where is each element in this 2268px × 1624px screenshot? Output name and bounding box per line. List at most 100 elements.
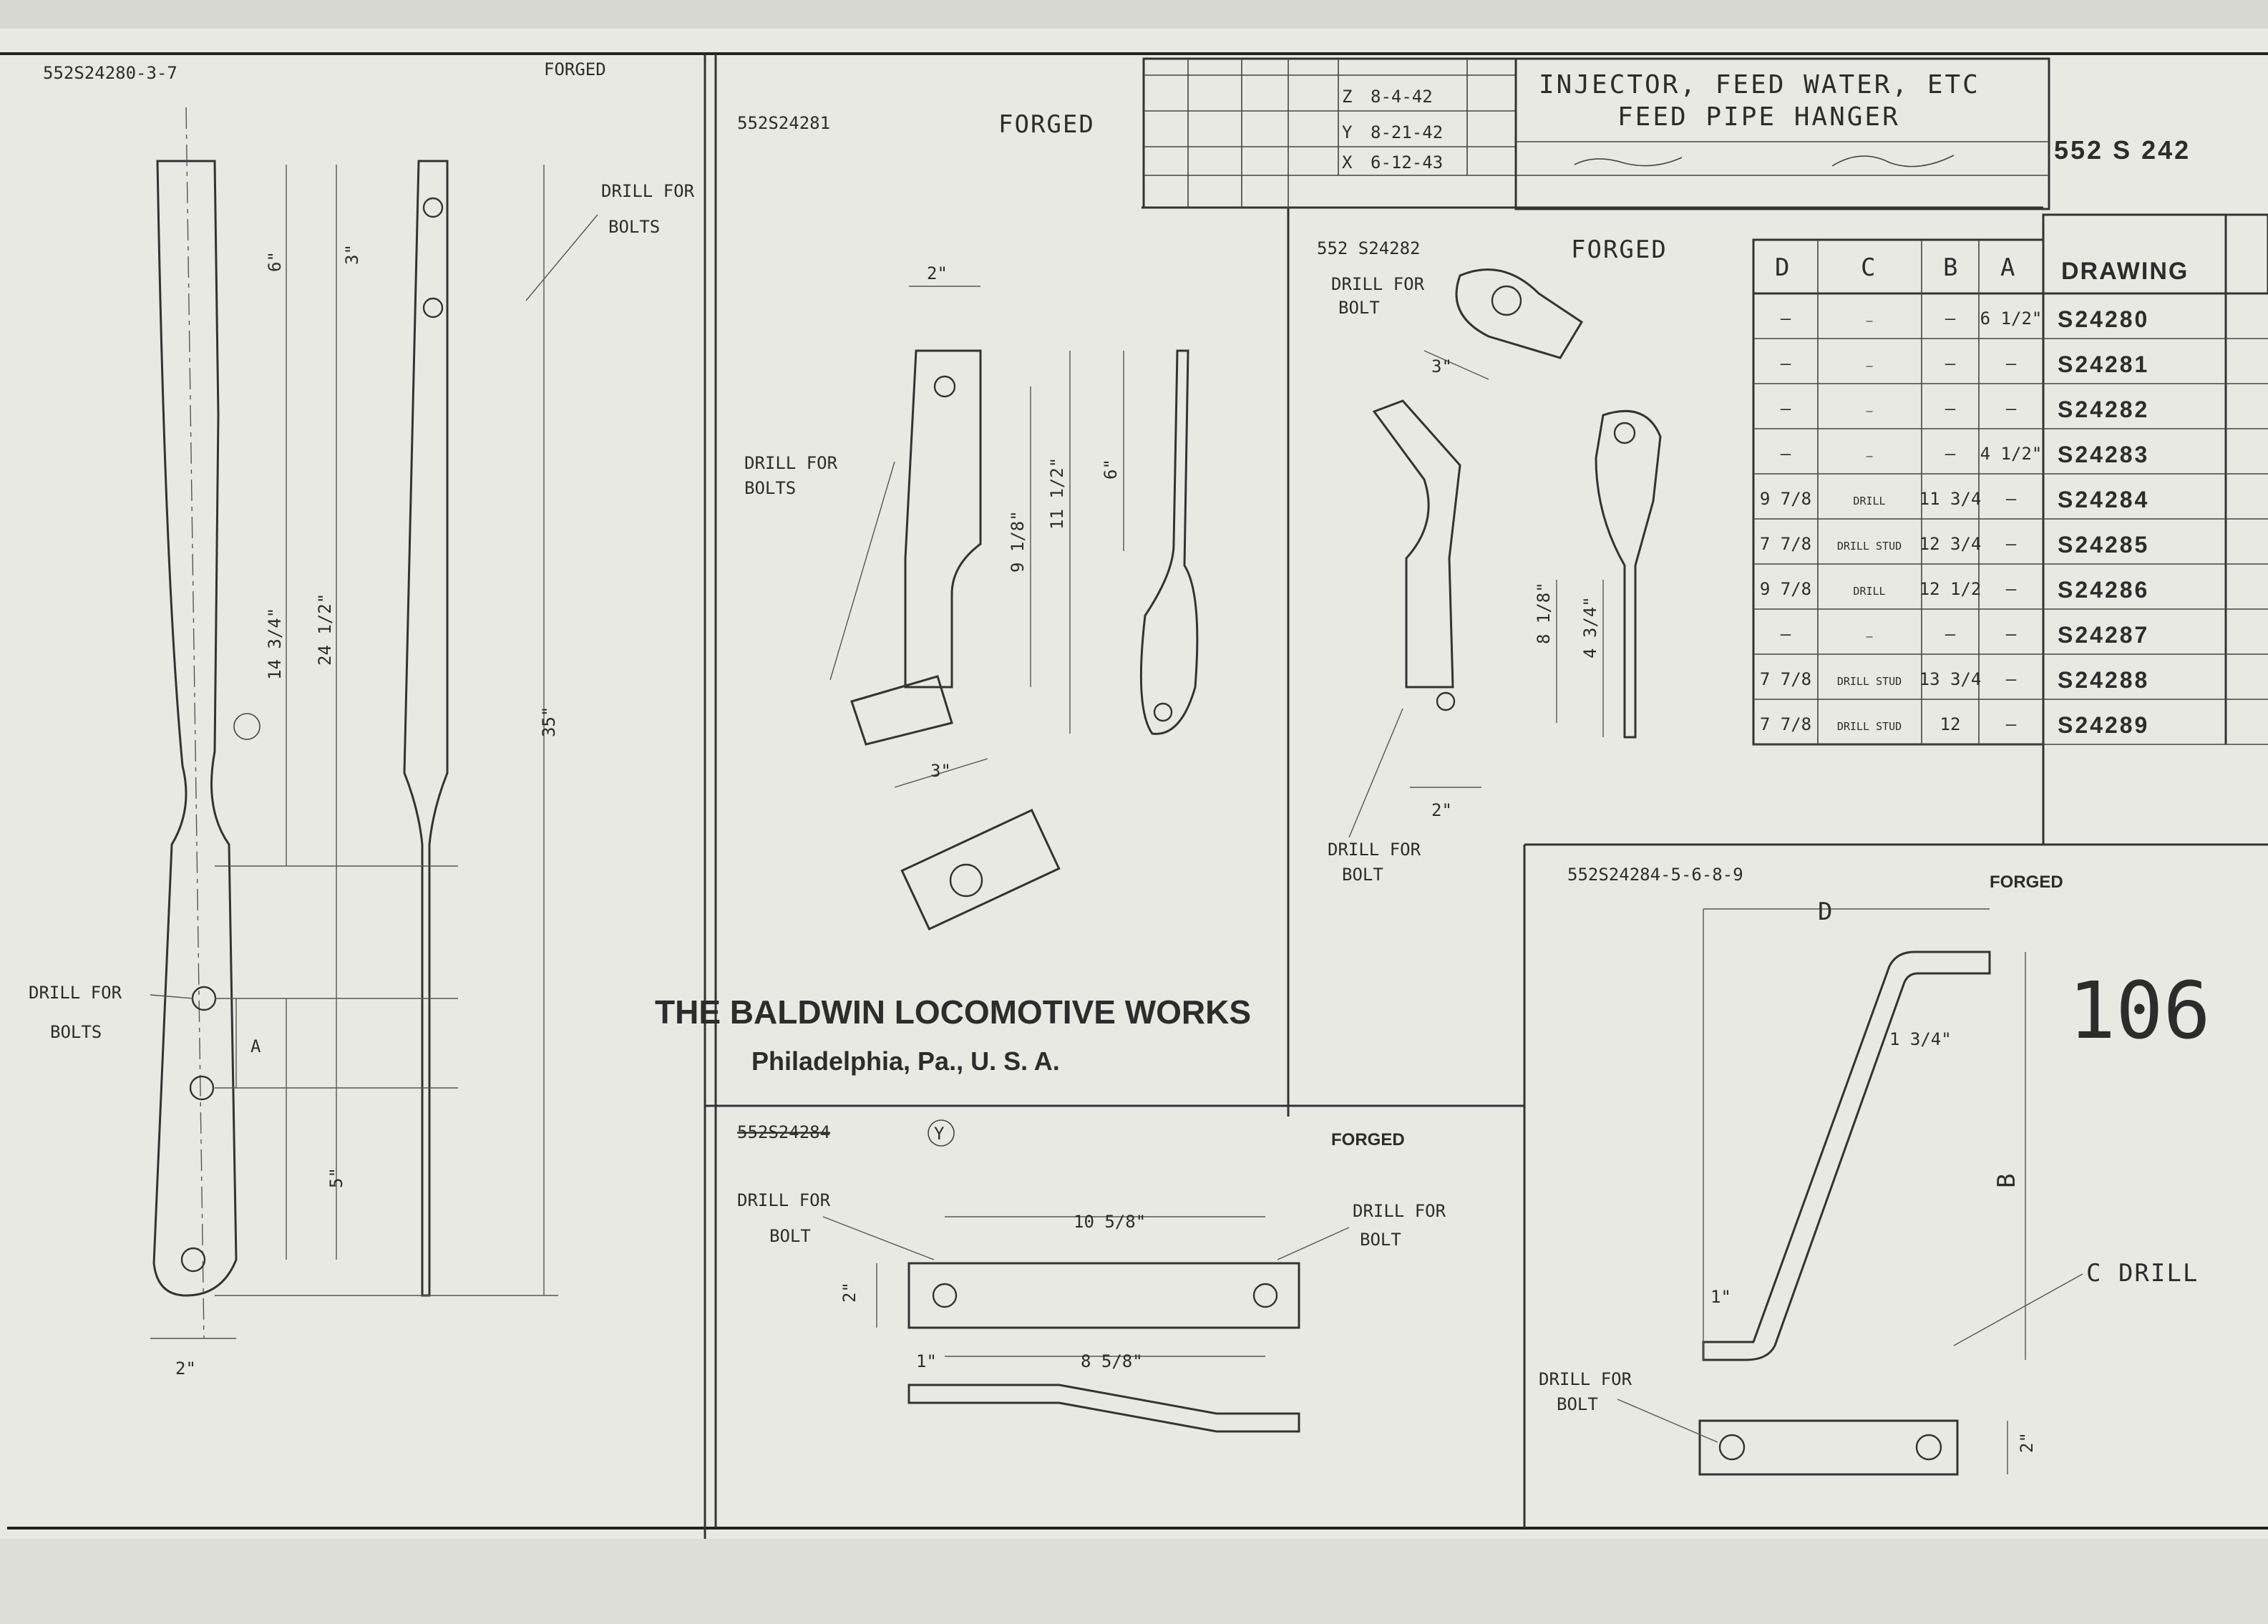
view3-id: 552 S24282 bbox=[1317, 238, 1421, 258]
col-header-b: B bbox=[1943, 253, 1959, 282]
view3-bottom-hole bbox=[1436, 691, 1456, 711]
table-cell-b: — bbox=[1945, 444, 1956, 464]
view4-mark-circle bbox=[928, 1119, 955, 1147]
view1-drill-note: DRILL FOR bbox=[29, 983, 122, 1003]
title-line-1: INJECTOR, FEED WATER, ETC bbox=[1539, 70, 1980, 99]
bottom-scan-edge bbox=[0, 1539, 2268, 1624]
table-cell-d: 7 7/8 bbox=[1760, 714, 1811, 734]
table-cell-a: — bbox=[2006, 399, 2017, 419]
view5-hole-left bbox=[1718, 1434, 1746, 1461]
table-cell-a: 6 1/2" bbox=[1980, 308, 2043, 329]
side-hole-1 bbox=[422, 197, 444, 218]
view2-note: FORGED bbox=[998, 110, 1095, 139]
title-block: INJECTOR, FEED WATER, ETC FEED PIPE HANG… bbox=[1514, 57, 2050, 210]
table-cell-b: 12 3/4 bbox=[1919, 534, 1982, 554]
view2-side-hole bbox=[1153, 702, 1173, 722]
col-header-c: C bbox=[1861, 253, 1877, 282]
table-cell-b: — bbox=[1945, 624, 1956, 644]
view3-dim-4-label: 4 3/4" bbox=[1580, 596, 1600, 658]
table-cell-d: — bbox=[1781, 354, 1791, 374]
leader-line bbox=[1277, 1227, 1350, 1260]
table-cell-c: DRILL bbox=[1853, 495, 1885, 507]
bolt-hole-3 bbox=[180, 1247, 206, 1273]
col-header-a: A bbox=[2000, 253, 2016, 282]
table-cell-c: — bbox=[1866, 449, 1873, 462]
view1-note: FORGED bbox=[544, 59, 606, 79]
view4-note: FORGED bbox=[1331, 1130, 1405, 1149]
view2-angled-foot bbox=[850, 675, 953, 746]
table-cell-drawing: S24287 bbox=[2058, 622, 2149, 648]
rev-mark-z: Z bbox=[1342, 87, 1352, 107]
leader-line bbox=[150, 994, 194, 999]
view4-hole-left bbox=[932, 1283, 958, 1308]
company-location: Philadelphia, Pa., U. S. A. bbox=[751, 1046, 1060, 1076]
view2-dim-3-label: 3" bbox=[930, 761, 951, 781]
view3-dim-3-label: 3" bbox=[1431, 356, 1452, 376]
view3-top-lug bbox=[1455, 268, 1584, 359]
view2-upper-arm bbox=[904, 349, 982, 689]
view5-hole-right bbox=[1915, 1434, 1942, 1461]
view3-side-hole bbox=[1613, 422, 1636, 444]
table-cell-b: — bbox=[1945, 308, 1956, 329]
view3-side-arm bbox=[1595, 409, 1662, 739]
view2-hole-top bbox=[933, 375, 956, 398]
col-header-d: D bbox=[1775, 253, 1791, 282]
view4-bolt-right: BOLT bbox=[1360, 1230, 1401, 1250]
table-cell-drawing: S24282 bbox=[2058, 397, 2149, 422]
view4-bolt-left: BOLT bbox=[769, 1226, 811, 1246]
view3-dim-2-label: 2" bbox=[1431, 800, 1452, 820]
view4-dim-2-label: 2" bbox=[839, 1282, 860, 1303]
table-cell-d: — bbox=[1781, 399, 1791, 419]
sheet-borders bbox=[0, 52, 2268, 1539]
view2-bolts-note: BOLTS bbox=[744, 478, 796, 498]
view-552S24282: 552 S24282 FORGED 8 1/8" 4 3/4" 2" 3" DR… bbox=[1317, 235, 1666, 885]
view5-bolt-note: BOLT bbox=[1557, 1394, 1598, 1414]
rev-date-x: 6-12-43 bbox=[1371, 152, 1443, 172]
table-cell-a: — bbox=[2006, 489, 2017, 509]
view4-dim-1-label: 1" bbox=[916, 1351, 937, 1371]
view2-detail-hole bbox=[949, 863, 983, 898]
view5-plan-plate bbox=[1698, 1419, 1959, 1476]
dim-14: 14 3/4" bbox=[265, 608, 285, 680]
view5-dim-b-label: B bbox=[1992, 1172, 2021, 1188]
top-scan-edge bbox=[0, 0, 2268, 29]
table-cell-drawing: S24283 bbox=[2058, 442, 2149, 467]
view4-dim-8-label: 8 5/8" bbox=[1081, 1351, 1143, 1371]
table-cell-drawing: S24286 bbox=[2058, 577, 2149, 603]
col-header-drawing: DRAWING bbox=[2061, 258, 2189, 285]
table-cell-a: — bbox=[2006, 669, 2017, 689]
rev-mark-x: X bbox=[1342, 152, 1353, 172]
table-cell-drawing: S24288 bbox=[2058, 667, 2149, 693]
view3-dim-8-label: 8 1/8" bbox=[1534, 582, 1554, 644]
handwritten-note: 106 bbox=[2068, 965, 2211, 1056]
view1-bolts-note: BOLTS bbox=[50, 1022, 102, 1042]
view2-drill-note: DRILL FOR bbox=[744, 453, 838, 473]
view4-id: 552S24284 bbox=[737, 1122, 830, 1142]
table-cell-b: 12 bbox=[1940, 714, 1961, 734]
hanger-centerline bbox=[185, 107, 205, 1339]
table-cell-drawing: S24285 bbox=[2058, 532, 2149, 558]
view5-dim-d-label: D bbox=[1818, 898, 1834, 926]
view-552S24284-Y: 552S24284 Y FORGED 10 5/8" 8 5/8" 1" 2" … bbox=[737, 1119, 1446, 1433]
table-cell-b: — bbox=[1945, 354, 1956, 374]
view4-side-profile bbox=[907, 1384, 1300, 1433]
view4-drill-left: DRILL FOR bbox=[737, 1190, 831, 1210]
signature-mark-2 bbox=[1574, 157, 1683, 167]
dim-6: 6" bbox=[265, 251, 285, 272]
table-cell-a: — bbox=[2006, 354, 2017, 374]
table-cell-c: DRILL bbox=[1853, 585, 1885, 598]
table-cell-drawing: S24280 bbox=[2058, 306, 2149, 332]
bolt-hole-2 bbox=[189, 1075, 215, 1101]
side-hole-2 bbox=[422, 297, 444, 319]
view3-bolt-note-2: BOLT bbox=[1342, 865, 1383, 885]
view5-dim-2-label: 2" bbox=[2017, 1432, 2037, 1453]
view5-dim-1-label: 1" bbox=[1710, 1287, 1731, 1307]
company-name: THE BALDWIN LOCOMOTIVE WORKS bbox=[655, 993, 1251, 1031]
drawing-number: 552 S 242 bbox=[2054, 135, 2191, 165]
leader-line bbox=[822, 1216, 935, 1260]
view3-lug-hole bbox=[1491, 285, 1522, 316]
table-cell-d: — bbox=[1781, 444, 1791, 464]
table-cell-b: — bbox=[1945, 399, 1956, 419]
